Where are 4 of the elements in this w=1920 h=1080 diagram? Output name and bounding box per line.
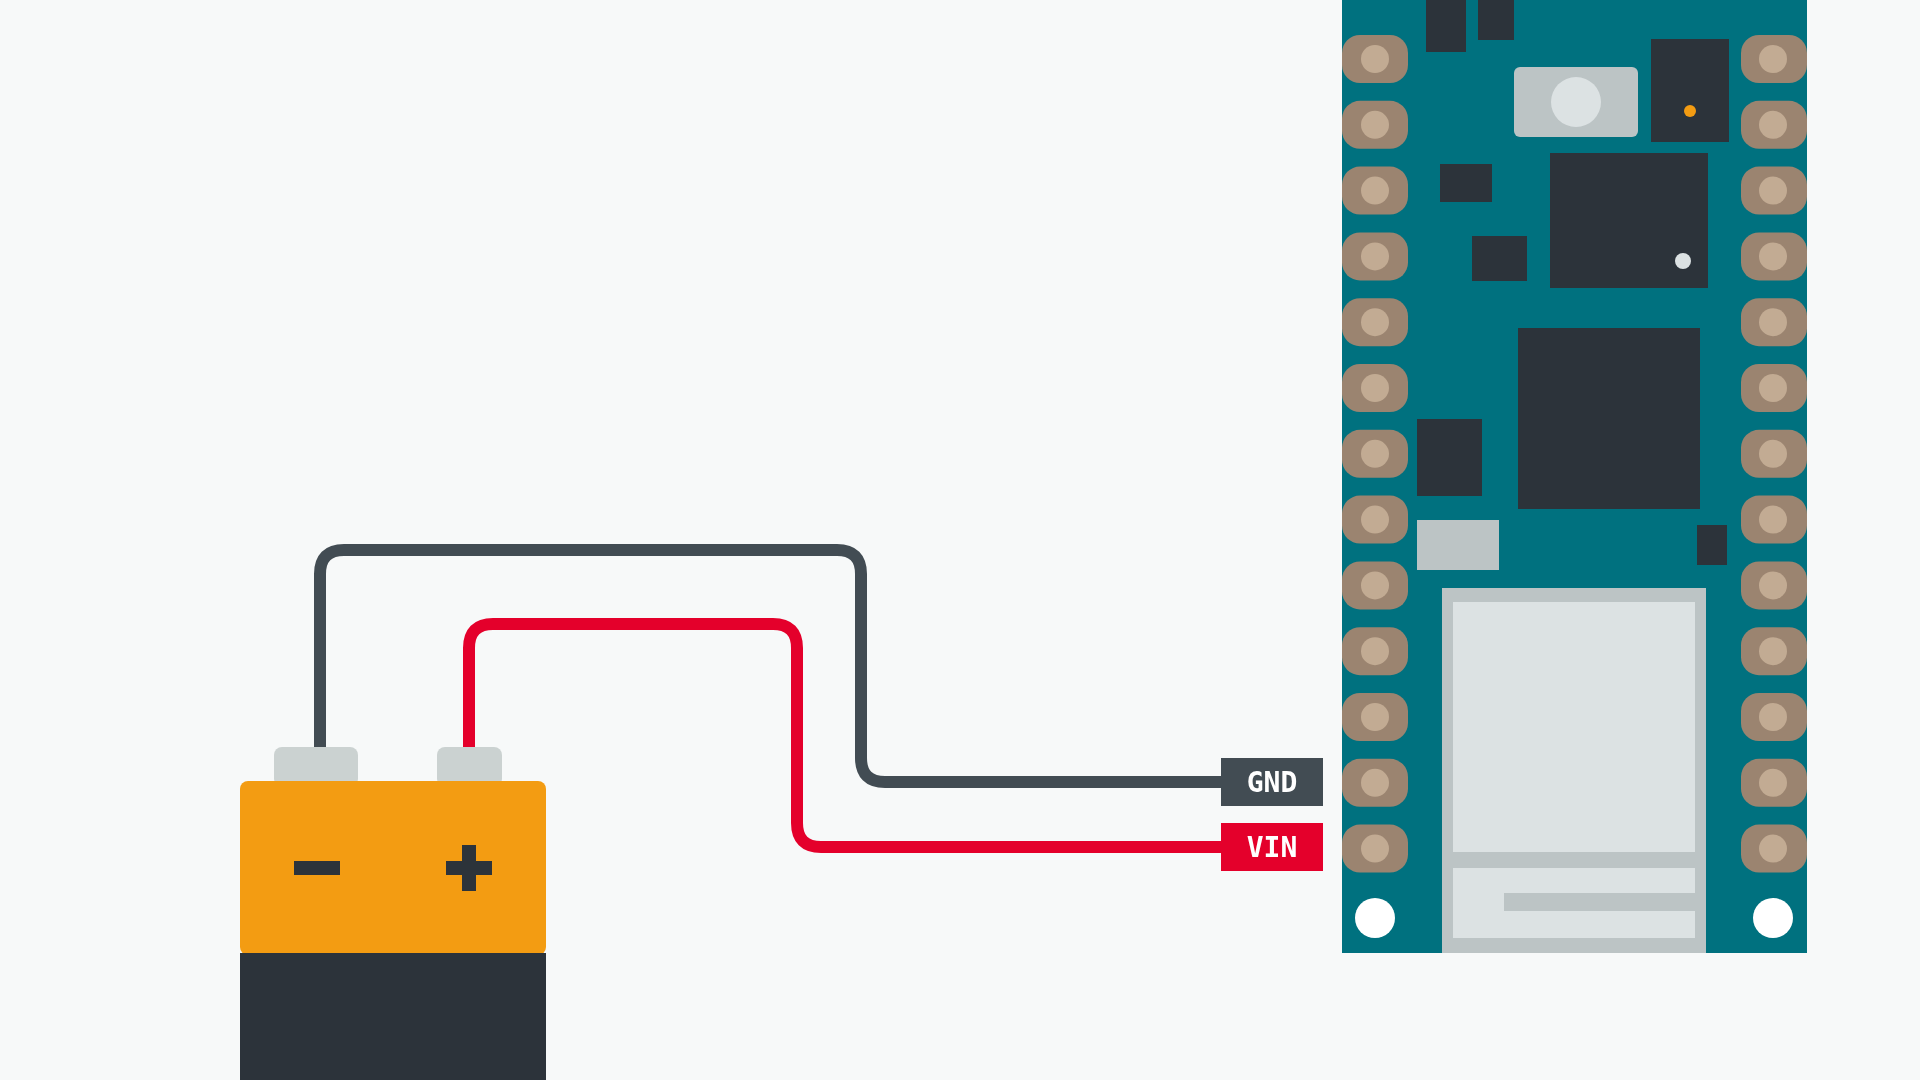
wire xyxy=(463,618,1221,853)
wire xyxy=(314,544,1221,788)
pin-label: VIN xyxy=(1221,823,1323,871)
pin-label: GND xyxy=(1221,758,1323,806)
